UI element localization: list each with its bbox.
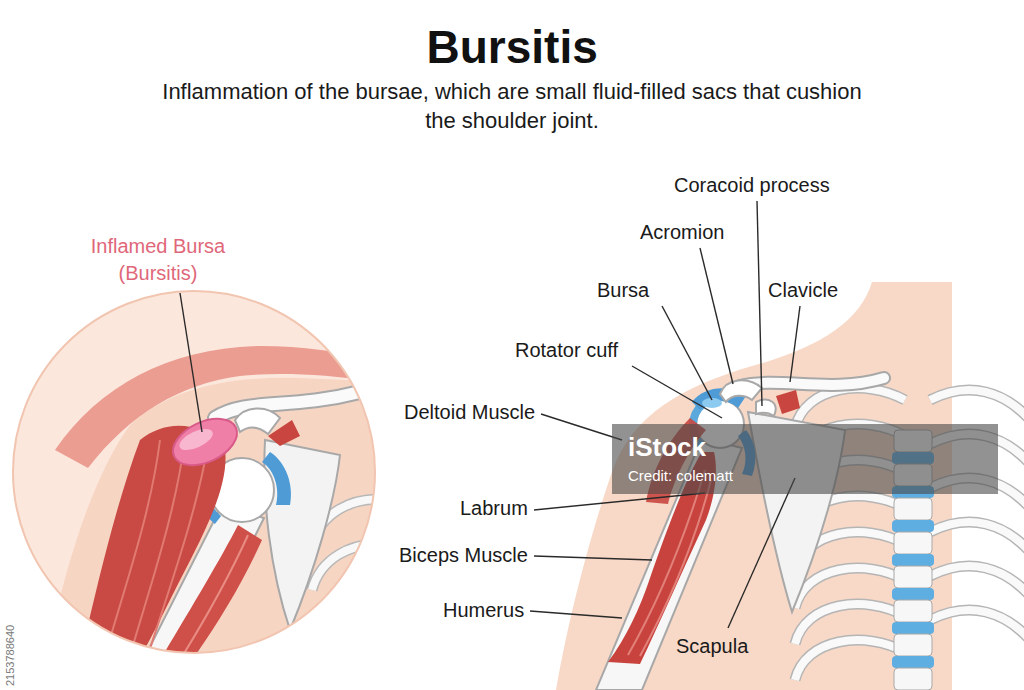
image-id: 2153788640 — [4, 625, 17, 686]
rib — [930, 610, 1024, 640]
leader-line — [700, 248, 733, 384]
acromion-bone — [720, 380, 762, 402]
vertebra — [894, 498, 932, 520]
caption: Inflammation of the bursae, which are sm… — [162, 78, 862, 135]
coracoid-bone — [756, 400, 776, 416]
inset-biceps — [130, 525, 262, 690]
rib — [930, 390, 1024, 420]
rib — [795, 640, 905, 680]
rib-outline — [795, 640, 905, 680]
part-label: Humerus — [443, 598, 524, 622]
part-label: Rotator cuff — [515, 338, 618, 362]
part-label: Clavicle — [768, 278, 838, 302]
rib-outline — [930, 522, 1024, 552]
part-label: Bursa — [597, 278, 649, 302]
vertebra — [894, 566, 932, 588]
rib-outline — [930, 390, 1024, 420]
muscle-fibre — [95, 440, 160, 690]
rib-outline — [312, 589, 390, 635]
part-label: Labrum — [460, 496, 528, 520]
vertebra — [894, 634, 932, 656]
rib — [930, 566, 1024, 596]
inflamed-bursa — [166, 410, 245, 475]
bursa-highlight — [176, 425, 215, 455]
rib — [312, 589, 390, 635]
inset-acromion — [235, 408, 280, 434]
rib — [930, 522, 1024, 552]
leader-line — [534, 556, 652, 560]
watermark-logo: iStock — [628, 432, 706, 463]
part-label: Deltoid Muscle — [404, 400, 535, 424]
rib-outline — [312, 544, 390, 590]
part-label: Coracoid process — [674, 173, 830, 197]
leader-line — [534, 493, 705, 510]
leader-line — [541, 414, 622, 440]
rib — [312, 544, 390, 590]
vertebra — [894, 668, 932, 690]
inset-clavicle-outline — [215, 392, 360, 418]
spinal-disc — [892, 622, 934, 634]
bursa-sac — [166, 410, 245, 475]
inset-border — [13, 291, 375, 653]
leader-line — [662, 306, 712, 400]
leader-line — [530, 611, 622, 618]
biceps-fibres — [628, 470, 711, 656]
vertebra — [894, 600, 932, 622]
leader-line — [632, 366, 722, 418]
leader-line — [757, 201, 762, 406]
leader-lines — [180, 201, 800, 628]
small-muscle — [776, 390, 800, 414]
part-label: Scapula — [676, 634, 748, 658]
part-label: Acromion — [640, 220, 724, 244]
spinal-disc — [892, 520, 934, 532]
watermark-band — [612, 424, 998, 494]
spinal-disc — [892, 554, 934, 566]
spinal-disc — [892, 656, 934, 668]
part-label: Biceps Muscle — [399, 543, 528, 567]
inset-illustration — [0, 280, 400, 690]
leader-line — [180, 293, 202, 432]
inflamed-bursa-label: Inflamed Bursa (Bursitis) — [73, 233, 243, 287]
vertebra — [894, 532, 932, 554]
muscle-fibre — [640, 480, 711, 656]
title: Bursitis — [427, 20, 598, 75]
leader-line — [790, 306, 800, 382]
watermark-credit: Credit: colematt — [628, 467, 733, 485]
rib-outline — [930, 610, 1024, 640]
spinal-disc — [892, 588, 934, 600]
inset-labrum — [262, 452, 291, 505]
leader-line — [728, 478, 795, 628]
shoulder-illustration — [556, 282, 1024, 690]
inset-clavicle — [215, 392, 360, 418]
muscle-fibre — [628, 470, 705, 655]
inset-deltoid — [70, 426, 226, 690]
inset-small-muscle — [268, 420, 300, 446]
rib-outline — [930, 566, 1024, 596]
